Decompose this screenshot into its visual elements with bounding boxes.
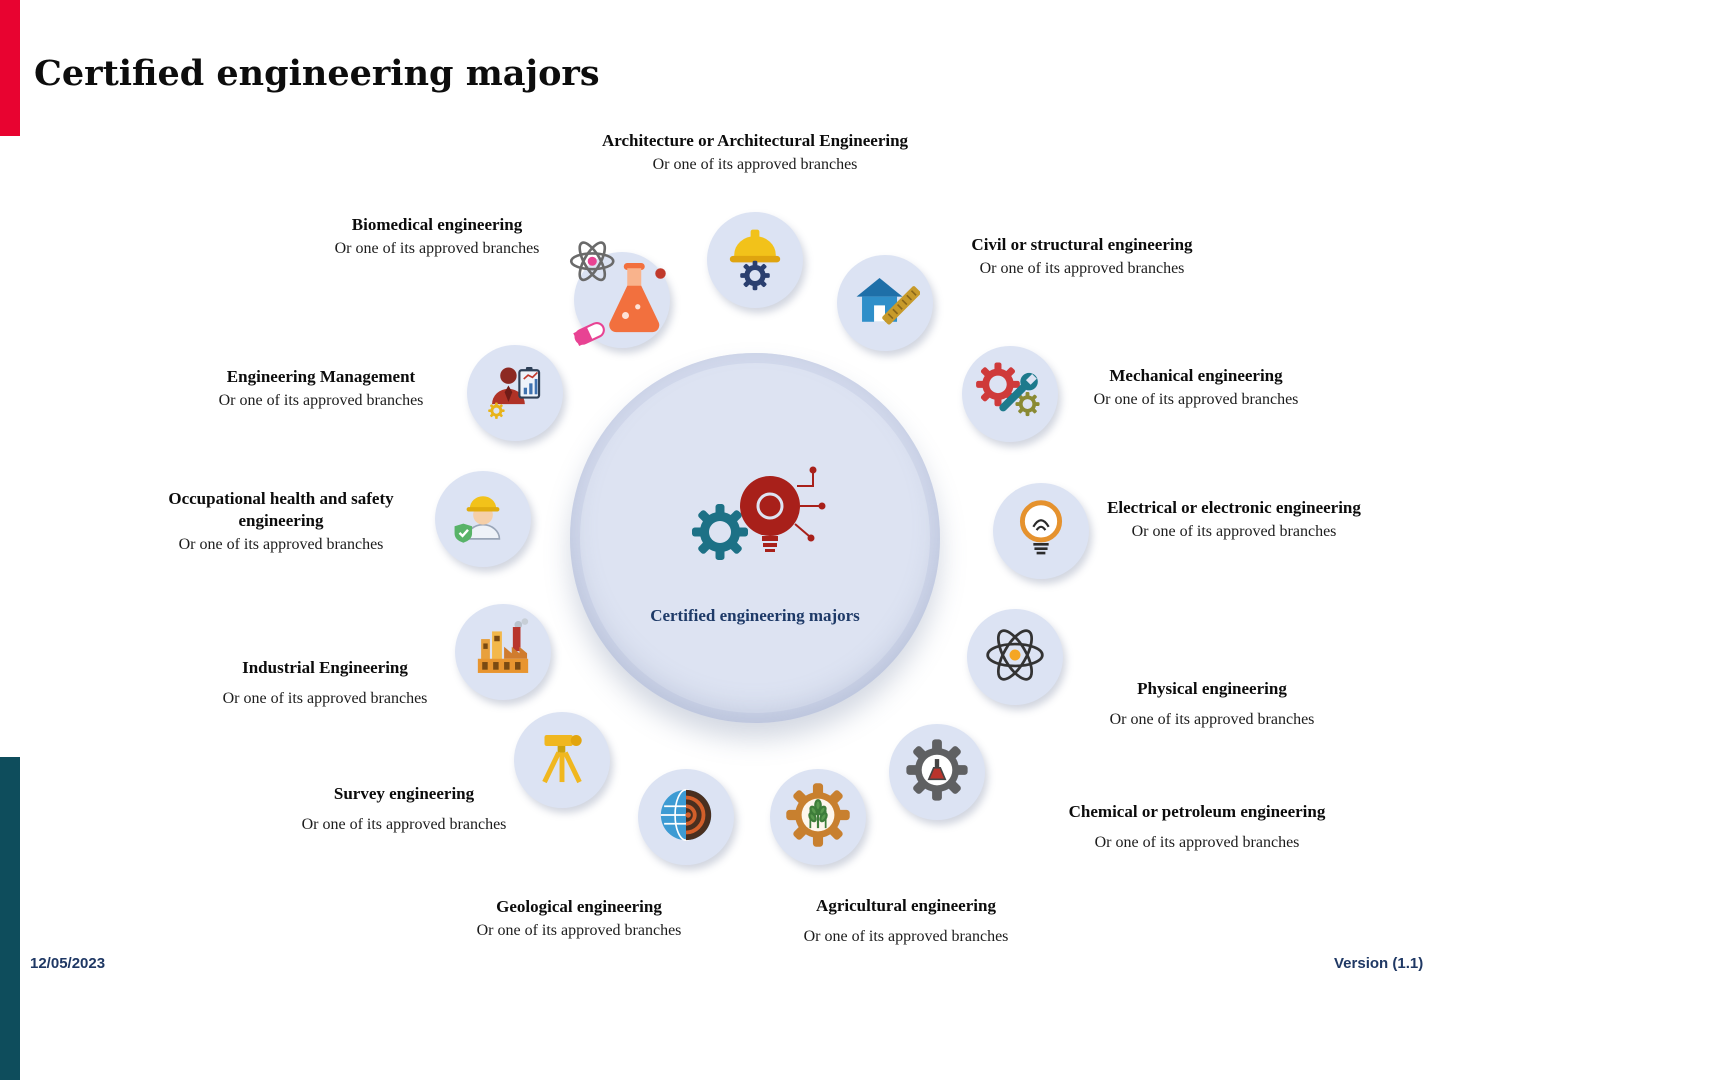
major-branches: Or one of its approved branches <box>476 922 682 940</box>
node-architecture <box>707 212 803 308</box>
major-branches: Or one of its approved branches <box>301 816 507 834</box>
label-civil: Civil or structural engineering Or one o… <box>932 234 1232 279</box>
gears-wrench-icon <box>975 357 1045 432</box>
label-electrical: Electrical or electronic engineering Or … <box>1059 497 1409 542</box>
node-agricultural <box>770 769 866 865</box>
major-branches: Or one of its approved branches <box>178 536 384 554</box>
red-accent-bar <box>0 0 20 136</box>
major-name: Physical engineering <box>1137 679 1287 698</box>
page-title: Certified engineering majors <box>34 53 600 95</box>
node-occupational <box>435 471 531 567</box>
label-management: Engineering Management Or one of its app… <box>171 366 471 411</box>
node-electrical <box>993 483 1089 579</box>
major-name: Engineering Management <box>226 367 416 386</box>
label-geological: Geological engineering Or one of its app… <box>429 896 729 941</box>
label-agricultural: Agricultural engineering Or one of its a… <box>756 895 1056 947</box>
label-physical: Physical engineering Or one of its appro… <box>1062 678 1362 730</box>
node-management <box>467 345 563 441</box>
major-name: Agricultural engineering <box>816 896 996 915</box>
flask-atom-pills-icon <box>566 240 678 359</box>
major-name: Architecture or Architectural Engineerin… <box>601 131 909 150</box>
gear-lightbulb-icon <box>668 444 843 604</box>
house-ruler-icon <box>850 266 921 341</box>
footer-version: Version (1.1) <box>1334 955 1424 972</box>
center-hub: Certified engineering majors <box>570 353 940 723</box>
major-branches: Or one of its approved branches <box>1094 834 1300 852</box>
major-branches: Or one of its approved branches <box>1109 711 1315 729</box>
node-chemical <box>889 724 985 820</box>
major-branches: Or one of its approved branches <box>222 690 428 708</box>
node-geological <box>638 769 734 865</box>
major-branches: Or one of its approved branches <box>1093 391 1299 409</box>
major-name: Survey engineering <box>333 784 475 803</box>
major-name: Biomedical engineering <box>351 215 523 234</box>
center-hub-label: Certified engineering majors <box>650 606 860 625</box>
label-industrial: Industrial Engineering Or one of its app… <box>175 657 475 709</box>
globe-strata-icon <box>651 780 721 855</box>
major-name: Electrical or electronic engineering <box>1107 498 1361 517</box>
factory-icon <box>468 615 538 690</box>
major-branches: Or one of its approved branches <box>1131 523 1337 541</box>
major-branches: Or one of its approved branches <box>652 156 858 174</box>
atom-icon <box>980 620 1050 695</box>
node-biomedical <box>569 240 670 348</box>
major-name: Chemical or petroleum engineering <box>1068 802 1326 821</box>
lightbulb-icon <box>1006 494 1076 569</box>
node-survey <box>514 712 610 808</box>
gear-flask-icon <box>902 735 972 810</box>
major-branches: Or one of its approved branches <box>334 240 540 258</box>
node-physical <box>967 609 1063 705</box>
gear-wheat-icon <box>783 780 853 855</box>
label-chemical: Chemical or petroleum engineering Or one… <box>1022 801 1372 853</box>
hardhat-gear-icon <box>720 223 790 298</box>
major-name: Geological engineering <box>496 897 662 916</box>
major-name: Mechanical engineering <box>1109 366 1283 385</box>
label-survey: Survey engineering Or one of its approve… <box>254 783 554 835</box>
major-name: Occupational health and safety engineeri… <box>168 489 394 531</box>
node-mechanical <box>962 346 1058 442</box>
label-architecture: Architecture or Architectural Engineerin… <box>505 130 1005 175</box>
major-branches: Or one of its approved branches <box>218 392 424 410</box>
teal-accent-bar <box>0 757 20 1080</box>
major-name: Industrial Engineering <box>242 658 408 677</box>
theodolite-tripod-icon <box>527 723 597 798</box>
major-branches: Or one of its approved branches <box>979 260 1185 278</box>
node-civil <box>837 255 933 351</box>
worker-shield-icon <box>448 482 518 557</box>
footer-date: 12/05/2023 <box>30 955 106 972</box>
node-industrial <box>455 604 551 700</box>
label-biomedical: Biomedical engineering Or one of its app… <box>287 214 587 259</box>
major-name: Civil or structural engineering <box>971 235 1193 254</box>
label-occupational: Occupational health and safety engineeri… <box>161 488 401 555</box>
major-branches: Or one of its approved branches <box>803 928 1009 946</box>
manager-clipboard-icon <box>480 356 550 431</box>
label-mechanical: Mechanical engineering Or one of its app… <box>1046 365 1346 410</box>
